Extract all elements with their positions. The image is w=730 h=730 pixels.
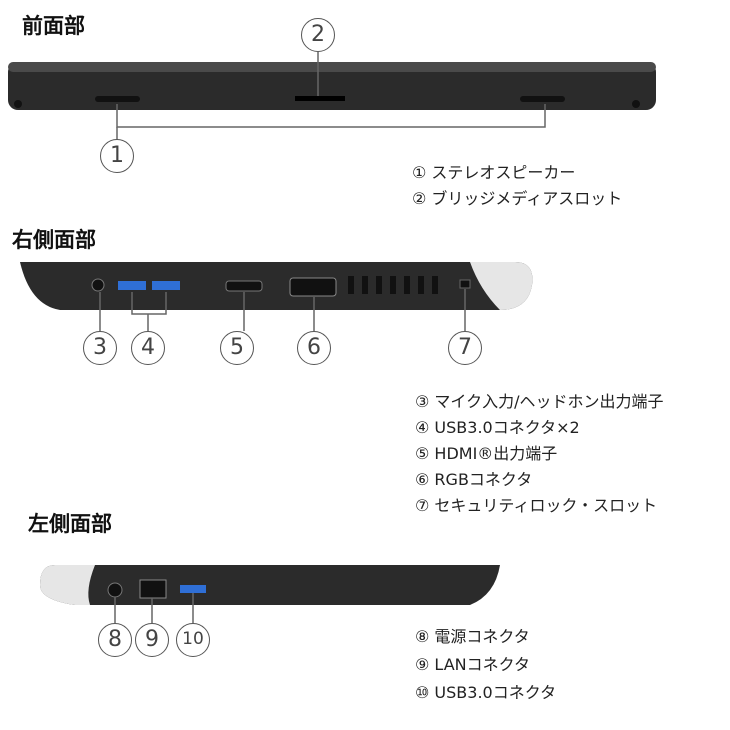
- power-port: [107, 582, 123, 598]
- audio-jack: [91, 278, 105, 292]
- legend-item: ⑧ 電源コネクタ: [415, 627, 530, 646]
- right-heading: 右側面部: [12, 228, 96, 252]
- callout-5: 5: [220, 331, 254, 365]
- speaker-right: [520, 96, 565, 102]
- callout-1: 1: [100, 139, 134, 173]
- legend-item: ⑤ HDMI®出力端子: [415, 444, 558, 463]
- legend-item: ② ブリッジメディアスロット: [412, 189, 623, 208]
- usb-port: [152, 281, 180, 290]
- callout-10: 10: [176, 623, 210, 657]
- callout-6: 6: [297, 331, 331, 365]
- legend-item: ⑩ USB3.0コネクタ: [415, 683, 557, 702]
- front-laptop: [8, 62, 656, 110]
- callout-3: 3: [83, 331, 117, 365]
- callout-9: 9: [135, 623, 169, 657]
- legend-item: ① ステレオスピーカー: [412, 163, 576, 182]
- lock-slot: [459, 279, 471, 289]
- callout-7: 7: [448, 331, 482, 365]
- lan-port: [139, 579, 167, 599]
- right-side-laptop: [20, 262, 533, 310]
- speaker-left: [95, 96, 140, 102]
- legend-item: ③ マイク入力/ヘッドホン出力端子: [415, 392, 664, 411]
- legend-item: ⑦ セキュリティロック・スロット: [415, 496, 658, 515]
- callout-2: 2: [301, 18, 335, 52]
- media-slot: [295, 96, 345, 101]
- legend-item: ④ USB3.0コネクタ×2: [415, 418, 580, 437]
- vent: [348, 276, 438, 294]
- callout-4: 4: [131, 331, 165, 365]
- legend-item: ⑨ LANコネクタ: [415, 655, 530, 674]
- callout-8: 8: [98, 623, 132, 657]
- usb-port: [118, 281, 146, 290]
- usb-port: [180, 585, 206, 593]
- hdmi-port: [225, 280, 263, 292]
- front-heading: 前面部: [22, 14, 85, 38]
- left-heading: 左側面部: [28, 512, 112, 536]
- left-legend: ⑧ 電源コネクタ ⑨ LANコネクタ ⑩ USB3.0コネクタ: [415, 623, 556, 707]
- legend-item: ⑥ RGBコネクタ: [415, 470, 533, 489]
- right-legend: ③ マイク入力/ヘッドホン出力端子 ④ USB3.0コネクタ×2 ⑤ HDMI®…: [415, 389, 664, 519]
- rgb-port: [289, 277, 337, 297]
- front-legend: ① ステレオスピーカー ② ブリッジメディアスロット: [412, 160, 622, 212]
- left-side-laptop: [40, 565, 500, 605]
